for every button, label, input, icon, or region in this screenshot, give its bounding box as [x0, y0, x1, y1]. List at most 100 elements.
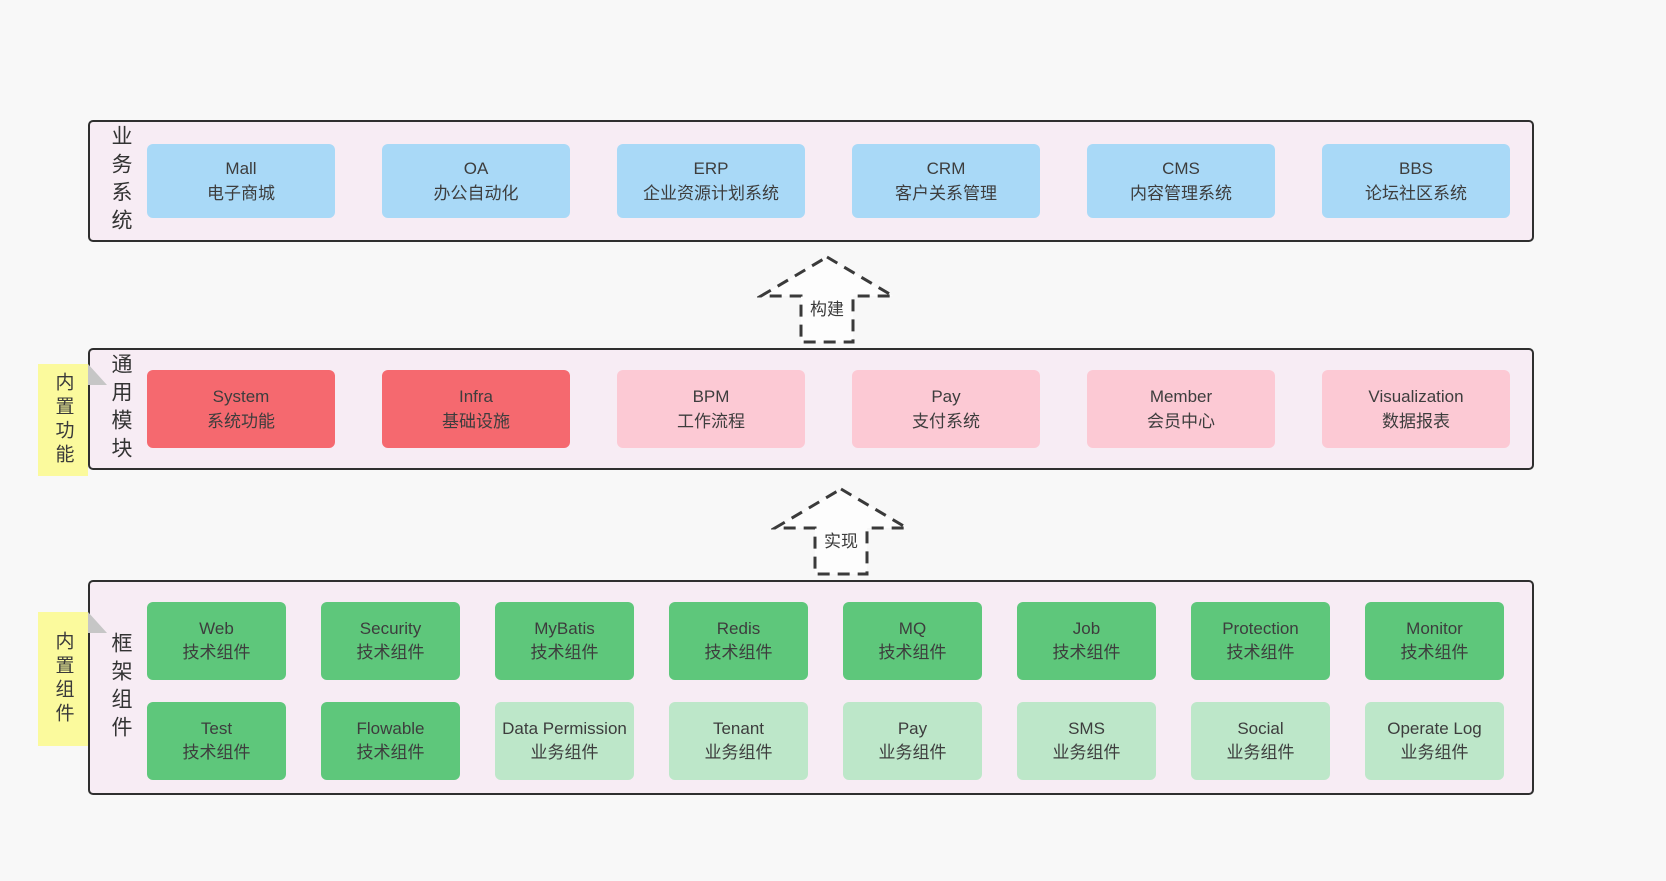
box-tenant: Tenant 业务组件 [669, 702, 808, 780]
components-row-1: Web 技术组件 Security 技术组件 MyBatis 技术组件 Redi… [147, 602, 1504, 680]
box-subtitle: 系统功能 [207, 412, 275, 431]
box-title: Security [359, 618, 422, 638]
box-mybatis: MyBatis 技术组件 [495, 602, 634, 680]
box-title: Data Permission [502, 718, 627, 738]
box-title: ERP [693, 158, 729, 178]
box-title: Monitor [1406, 618, 1463, 638]
box-title: Mall [225, 158, 257, 178]
box-title: Test [200, 718, 233, 738]
box-title: Tenant [712, 718, 765, 738]
box-monitor: Monitor 技术组件 [1365, 602, 1504, 680]
box-crm: CRM 客户关系管理 [852, 144, 1040, 218]
box-subtitle: 论坛社区系统 [1365, 184, 1467, 203]
box-title: SMS [1068, 718, 1105, 738]
box-redis: Redis 技术组件 [669, 602, 808, 680]
box-social: Social 业务组件 [1191, 702, 1330, 780]
box-title: Protection [1222, 618, 1299, 638]
box-operate-log: Operate Log 业务组件 [1365, 702, 1504, 780]
common-modules-row: System 系统功能 Infra 基础设施 BPM 工作流程 Pay 支付系统… [147, 350, 1510, 468]
box-title: Member [1149, 386, 1213, 406]
box-subtitle: 技术组件 [356, 643, 425, 662]
implement-arrow-icon: 实现 [771, 486, 911, 578]
build-arrow-icon: 构建 [757, 254, 897, 346]
box-title: BPM [692, 386, 730, 406]
box-subtitle: 技术组件 [878, 643, 947, 662]
framework-components-label: 框架组件 [109, 631, 132, 744]
box-subtitle: 企业资源计划系统 [643, 184, 779, 203]
box-subtitle: 业务组件 [530, 743, 599, 762]
box-subtitle: 技术组件 [1400, 643, 1469, 662]
box-job: Job 技术组件 [1017, 602, 1156, 680]
box-subtitle: 工作流程 [677, 412, 745, 431]
builtin-features-tab: 内置功能 [38, 364, 107, 476]
box-subtitle: 会员中心 [1147, 412, 1215, 431]
box-subtitle: 办公自动化 [433, 184, 519, 203]
box-subtitle: 基础设施 [442, 412, 510, 431]
box-title: Flowable [356, 718, 425, 738]
box-title: Infra [458, 386, 494, 406]
box-data-permission: Data Permission 业务组件 [495, 702, 634, 780]
common-modules-label: 通用模块 [109, 353, 132, 465]
box-test: Test 技术组件 [147, 702, 286, 780]
business-systems-container: 业务系统 Mall 电子商城 OA 办公自动化 ERP 企业资源计划系统 CRM… [88, 120, 1534, 242]
box-infra: Infra 基础设施 [382, 370, 570, 448]
box-system: System 系统功能 [147, 370, 335, 448]
box-subtitle: 业务组件 [1226, 743, 1295, 762]
box-protection: Protection 技术组件 [1191, 602, 1330, 680]
box-title: Redis [716, 618, 761, 638]
box-subtitle: 支付系统 [912, 412, 980, 431]
box-subtitle: 技术组件 [1052, 643, 1121, 662]
box-bpm: BPM 工作流程 [617, 370, 805, 448]
box-subtitle: 业务组件 [1052, 743, 1121, 762]
builtin-components-tab: 内置组件 [38, 612, 107, 746]
box-flowable: Flowable 技术组件 [321, 702, 460, 780]
framework-components-container: 框架组件 Web 技术组件 Security 技术组件 MyBatis 技术组件… [88, 580, 1534, 795]
box-member: Member 会员中心 [1087, 370, 1275, 448]
box-subtitle: 技术组件 [182, 743, 251, 762]
box-subtitle: 技术组件 [182, 643, 251, 662]
builtin-features-tab-label: 内置功能 [52, 372, 74, 468]
components-row-2: Test 技术组件 Flowable 技术组件 Data Permission … [147, 702, 1504, 780]
box-title: Job [1072, 618, 1101, 638]
box-subtitle: 技术组件 [530, 643, 599, 662]
box-title: System [212, 386, 270, 406]
box-mall: Mall 电子商城 [147, 144, 335, 218]
box-title: CRM [926, 158, 966, 178]
box-oa: OA 办公自动化 [382, 144, 570, 218]
box-pay-module: Pay 支付系统 [852, 370, 1040, 448]
box-web: Web 技术组件 [147, 602, 286, 680]
box-subtitle: 客户关系管理 [895, 184, 997, 203]
box-title: Social [1237, 718, 1284, 738]
box-subtitle: 业务组件 [878, 743, 947, 762]
box-mq: MQ 技术组件 [843, 602, 982, 680]
box-title: CMS [1162, 158, 1200, 178]
box-title: Pay [897, 718, 928, 738]
box-visualization: Visualization 数据报表 [1322, 370, 1510, 448]
box-cms: CMS 内容管理系统 [1087, 144, 1275, 218]
box-title: BBS [1398, 158, 1434, 178]
box-subtitle: 电子商城 [207, 184, 275, 203]
box-title: MyBatis [534, 618, 595, 638]
box-bbs: BBS 论坛社区系统 [1322, 144, 1510, 218]
business-systems-row: Mall 电子商城 OA 办公自动化 ERP 企业资源计划系统 CRM 客户关系… [147, 122, 1510, 240]
box-sms: SMS 业务组件 [1017, 702, 1156, 780]
box-subtitle: 内容管理系统 [1130, 184, 1232, 203]
box-subtitle: 技术组件 [704, 643, 773, 662]
box-subtitle: 技术组件 [356, 743, 425, 762]
box-subtitle: 技术组件 [1226, 643, 1295, 662]
box-title: MQ [898, 618, 927, 638]
box-subtitle: 业务组件 [704, 743, 773, 762]
box-title: Visualization [1368, 386, 1464, 406]
implement-arrow-label: 实现 [821, 526, 861, 553]
common-modules-container: 通用模块 System 系统功能 Infra 基础设施 BPM 工作流程 Pay… [88, 348, 1534, 470]
build-arrow-label: 构建 [807, 294, 847, 321]
box-subtitle: 数据报表 [1382, 412, 1450, 431]
business-systems-label: 业务系统 [109, 125, 132, 237]
box-pay-component: Pay 业务组件 [843, 702, 982, 780]
box-title: Web [199, 618, 234, 638]
box-security: Security 技术组件 [321, 602, 460, 680]
builtin-components-tab-label: 内置组件 [52, 631, 74, 727]
box-title: OA [463, 158, 489, 178]
box-title: Pay [931, 386, 961, 406]
